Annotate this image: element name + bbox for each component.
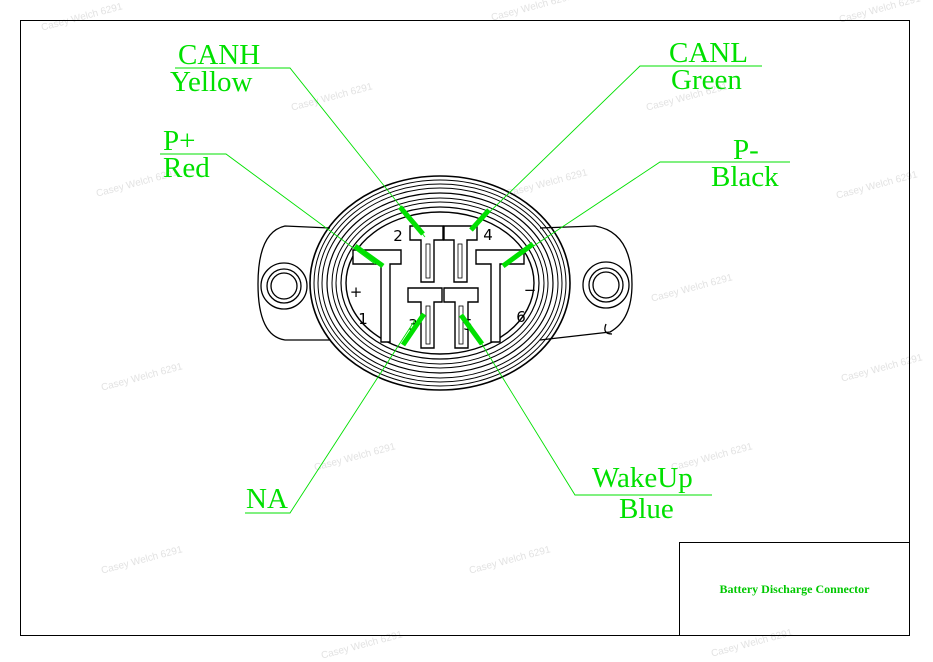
leader-na [245, 319, 416, 514]
terminal-6 [475, 249, 525, 343]
arrow-na [400, 312, 427, 347]
drawing-border [20, 20, 910, 636]
label-canh-name: CANH [178, 39, 261, 71]
title-block: Battery Discharge Connector [679, 542, 910, 636]
arrow-canh [398, 205, 425, 236]
pin-number-1: 1 [358, 310, 368, 328]
label-pminus-name: P- [733, 134, 759, 166]
arrow-wakeup [458, 313, 485, 346]
label-canl-color: Green [671, 64, 742, 96]
leader-wakeup [466, 319, 712, 496]
housing-ring-inner [345, 211, 535, 355]
terminal-3 [407, 287, 443, 349]
label-na-name: NA [246, 483, 288, 515]
pin-number-6: 6 [516, 308, 526, 326]
leader-p-minus [504, 161, 790, 266]
pin-number-2: 2 [393, 227, 403, 245]
mounting-hole-left [260, 262, 308, 310]
arrow-p-minus [501, 241, 535, 269]
leader-canh [175, 67, 426, 238]
polarity-minus: − [524, 281, 537, 299]
label-pplus-name: P+ [163, 125, 196, 157]
label-wakeup-name: WakeUp [592, 462, 693, 494]
housing-ring-outer [309, 175, 571, 391]
pin-number-3: 3 [408, 316, 418, 334]
label-canh-color: Yellow [170, 66, 253, 98]
mounting-flange [257, 225, 331, 341]
terminal-4 [443, 225, 478, 283]
polarity-plus: + [350, 283, 363, 301]
label-canl-name: CANL [669, 37, 748, 69]
arrow-canl [469, 208, 491, 232]
terminal-1 [352, 249, 402, 343]
leader-p-plus [160, 153, 376, 265]
label-pplus-color: Red [163, 152, 210, 184]
terminal-2 [409, 225, 444, 283]
drawing-title: Battery Discharge Connector [719, 581, 870, 596]
leader-canl [470, 65, 762, 231]
arrow-p-plus [353, 243, 385, 269]
pin-number-4: 4 [483, 226, 493, 244]
mounting-hole-right [582, 261, 630, 309]
label-wakeup-color: Blue [619, 493, 674, 525]
label-pminus-color: Black [711, 161, 779, 193]
